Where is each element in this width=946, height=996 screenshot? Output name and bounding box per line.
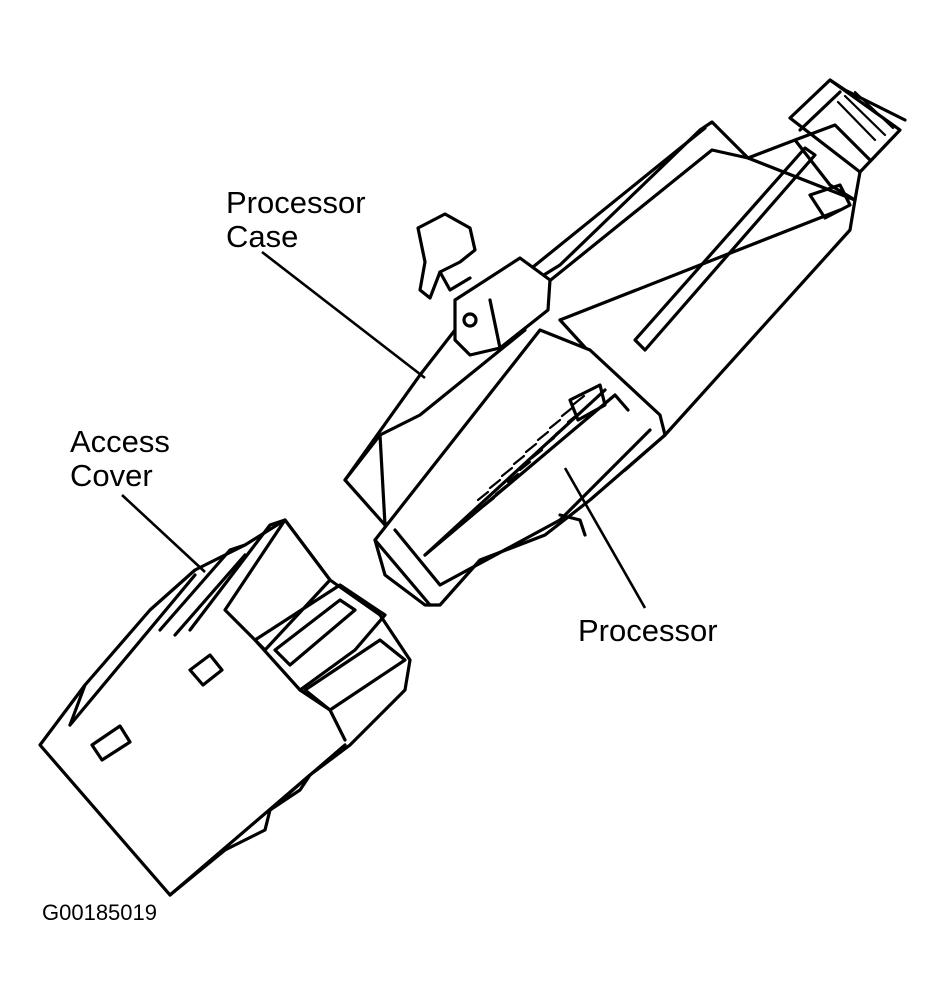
processor-label: Processor [578,613,718,648]
access-cover-label-line2: Cover [70,458,153,493]
processor-case-leader [261,250,426,380]
access-cover [38,518,412,897]
processor-case-label-line1: Processor [226,185,366,220]
access-cover-label: Access Cover [70,425,170,493]
processor-case-label-line2: Case [226,219,299,254]
access-cover-label-line1: Access [70,424,170,459]
processor-leader [563,467,647,609]
access-cover-leader [121,494,206,573]
figure-code: G00185019 [42,900,157,925]
processor [373,328,667,607]
processor-case-label: Processor Case [226,186,366,254]
